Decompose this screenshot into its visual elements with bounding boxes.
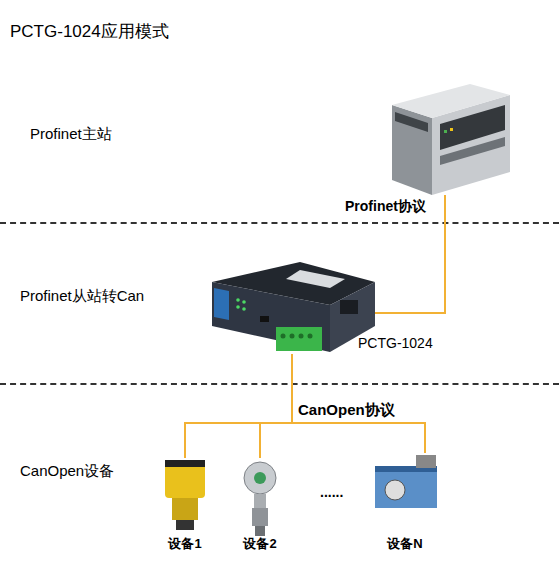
- terminal-screw: [290, 334, 295, 339]
- cable-connector: [292, 354, 425, 453]
- transmitter-head: [244, 462, 276, 494]
- edge-label: Profinet协议: [345, 198, 426, 215]
- gateway-led: [236, 305, 240, 309]
- gateway-device: PCTG-1024: [210, 262, 375, 354]
- terminal-block: [276, 327, 322, 351]
- plc-side: [392, 105, 432, 195]
- tier-label: CanOpen设备: [20, 462, 114, 480]
- plc-led: [450, 128, 453, 131]
- cable-connector: [375, 222, 445, 313]
- transmitter-neck: [254, 494, 266, 508]
- gateway-sticker: [286, 270, 345, 288]
- protocol-label: CanOpen协议: [298, 401, 395, 419]
- usb-port: [260, 316, 269, 322]
- tier-label: Profinet从站转Can: [20, 287, 144, 305]
- plc-led: [444, 130, 447, 133]
- diagram-title: PCTG-1024应用模式: [10, 22, 169, 42]
- terminal-screw: [299, 334, 304, 339]
- device-model-label: PCTG-1024: [358, 335, 433, 352]
- canopen-device: 设备1: [158, 458, 212, 558]
- ethernet-port: [340, 300, 358, 314]
- cable-connector: [260, 354, 292, 458]
- gateway-led: [242, 300, 246, 304]
- sensor-body: [172, 498, 198, 520]
- plc-terminal-strip: [395, 112, 428, 132]
- tier-band: PCTG-1024 Profinet从站转Can: [0, 222, 559, 383]
- color-sensor-lens: [385, 480, 405, 500]
- canopen-device: 设备2: [236, 458, 284, 558]
- plc-terminal-strip: [440, 137, 505, 165]
- gateway-led: [242, 307, 246, 311]
- transmitter-display: [254, 472, 266, 484]
- gateway-led: [236, 298, 240, 302]
- canopen-device: 设备N: [365, 453, 445, 558]
- tier-band: Profinet主站: [0, 50, 559, 222]
- cable-stub: [444, 195, 446, 222]
- gateway-badge: [214, 288, 229, 320]
- device-label: 设备2: [236, 536, 284, 552]
- sensor-connector: [176, 520, 194, 530]
- terminal-screw: [281, 334, 286, 339]
- sensor-head: [165, 460, 205, 498]
- color-sensor-body: [375, 466, 437, 508]
- terminal-screw: [308, 334, 313, 339]
- tier-band: 设备1 设备2 设备N CanOpen设备: [0, 383, 559, 564]
- tier-label: Profinet主站: [30, 125, 112, 143]
- device-label: 设备1: [158, 536, 212, 552]
- gateway-front: [212, 282, 330, 352]
- sensor-ring: [165, 460, 205, 467]
- transmitter-thread: [255, 526, 265, 536]
- transmitter-body: [252, 508, 268, 526]
- cable-connector: [185, 354, 292, 458]
- device-label: 设备N: [365, 536, 445, 552]
- color-sensor-connector: [416, 455, 436, 468]
- ellipsis-mark: ......: [320, 484, 343, 501]
